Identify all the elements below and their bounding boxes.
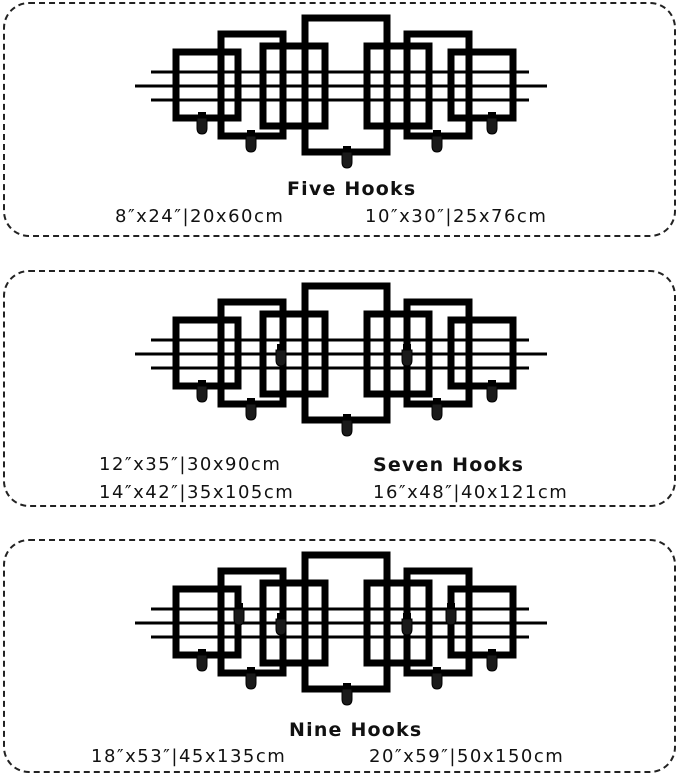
size-option-large: 10″x30″|25x76cm	[365, 206, 548, 227]
hook-icon	[486, 117, 498, 135]
size-option-small: 12″x35″|30x90cm	[99, 454, 282, 475]
seven-hooks-title: Seven Hooks	[373, 454, 525, 476]
hook-mount	[343, 414, 351, 420]
hook-mount	[277, 344, 285, 350]
five-hooks-rack-illustration	[135, 14, 547, 169]
nine-hooks-rack-illustration	[135, 551, 547, 706]
hook-mount	[247, 130, 255, 136]
hook-mount	[247, 667, 255, 673]
hook-icon	[196, 654, 208, 672]
size-option-small: 8″x24″|20x60cm	[115, 206, 285, 227]
hook-icon	[486, 654, 498, 672]
hook-icon	[275, 618, 287, 636]
hook-mount	[198, 380, 206, 386]
hook-mount	[447, 603, 455, 609]
hook-icon	[431, 672, 443, 690]
hook-icon	[275, 349, 287, 367]
hook-mount	[277, 613, 285, 619]
size-option-large: 20″x59″|50x150cm	[369, 746, 565, 767]
hook-icon	[401, 349, 413, 367]
nine-hooks-panel: Nine Hooks 18″x53″|45x135cm 20″x59″|50x1…	[3, 539, 676, 773]
hook-icon	[196, 385, 208, 403]
hook-icon	[341, 419, 353, 437]
hook-mount	[488, 112, 496, 118]
nine-hooks-title: Nine Hooks	[289, 719, 423, 741]
size-option-medium: 14″x42″|35x105cm	[99, 482, 295, 503]
hook-mount	[247, 398, 255, 404]
hook-mount	[433, 398, 441, 404]
hook-icon	[233, 608, 245, 626]
hook-mount	[198, 112, 206, 118]
hook-mount	[343, 146, 351, 152]
hook-icon	[401, 618, 413, 636]
hook-icon	[341, 688, 353, 706]
five-hooks-title: Five Hooks	[287, 178, 417, 200]
hook-icon	[431, 135, 443, 153]
hook-mount	[235, 603, 243, 609]
seven-hooks-rack-illustration	[135, 282, 547, 437]
hook-icon	[445, 608, 457, 626]
hook-icon	[245, 403, 257, 421]
hook-mount	[403, 613, 411, 619]
hook-icon	[245, 672, 257, 690]
hook-icon	[196, 117, 208, 135]
hook-icon	[245, 135, 257, 153]
hook-icon	[431, 403, 443, 421]
size-option-large: 16″x48″|40x121cm	[373, 482, 569, 503]
hook-mount	[488, 380, 496, 386]
hook-mount	[488, 649, 496, 655]
seven-hooks-panel: 12″x35″|30x90cm Seven Hooks 14″x42″|35x1…	[3, 270, 676, 507]
hook-mount	[198, 649, 206, 655]
hook-mount	[343, 683, 351, 689]
five-hooks-panel: Five Hooks 8″x24″|20x60cm 10″x30″|25x76c…	[3, 2, 676, 237]
hook-icon	[341, 151, 353, 169]
hook-mount	[433, 130, 441, 136]
hook-mount	[433, 667, 441, 673]
hook-icon	[486, 385, 498, 403]
hook-mount	[403, 344, 411, 350]
size-option-small: 18″x53″|45x135cm	[91, 746, 287, 767]
